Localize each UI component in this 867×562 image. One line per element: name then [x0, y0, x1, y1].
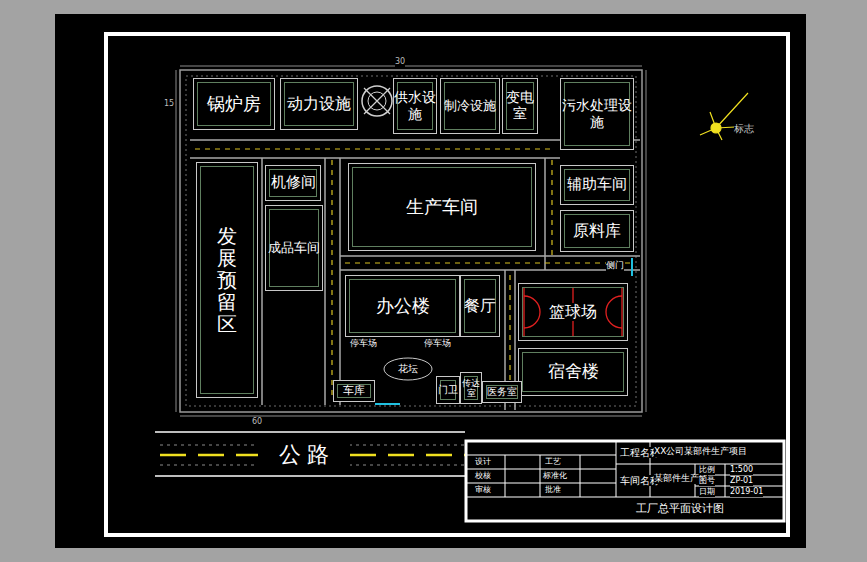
- building-name: 宿舍楼: [548, 362, 599, 382]
- title-cell: 批准: [545, 486, 561, 495]
- building-box: 车库: [333, 380, 375, 402]
- building-name: 原料库: [573, 222, 621, 240]
- building-name: 锅炉房: [207, 94, 261, 115]
- title-cell: 校核: [475, 472, 491, 481]
- building-name: 发展预留区: [217, 225, 237, 335]
- building-name: 车库: [343, 385, 365, 398]
- flower-bed: 花坛: [383, 357, 433, 381]
- dimension: 15: [164, 100, 174, 109]
- building-box: 传达室: [460, 372, 482, 404]
- title-cell: 工艺: [545, 458, 561, 467]
- drawing-title: 工厂总平面设计图: [636, 503, 724, 515]
- building-box: 原料库: [560, 210, 634, 252]
- title-cell: ZP-01: [730, 477, 753, 486]
- dimension: 30: [395, 58, 405, 67]
- building-name: 传达室: [461, 378, 481, 399]
- building-box: 发展预留区: [196, 162, 258, 398]
- building-name: 医务室: [487, 386, 517, 398]
- dimension: 60: [252, 418, 262, 427]
- title-cell: 日期: [699, 488, 715, 497]
- building-box: 篮球场: [518, 283, 628, 341]
- parking-label: 停车场: [424, 339, 451, 349]
- building-box: 污水处理设施: [560, 78, 634, 150]
- building-box: 成品车间: [265, 205, 323, 291]
- building-name: 成品车间: [268, 241, 320, 256]
- building-name: 辅助车间: [567, 176, 627, 193]
- road-label: 公 路: [258, 441, 350, 469]
- building-name: 供水设施: [394, 89, 436, 122]
- building-box: 变电室: [502, 78, 538, 134]
- building-box: 医务室: [482, 381, 522, 403]
- title-cell: 标准化: [543, 472, 567, 481]
- building-box: 餐厅: [460, 275, 500, 337]
- building-name: 污水处理设施: [561, 97, 633, 130]
- title-cell: 图号: [699, 477, 715, 486]
- gate-label: 侧门: [606, 261, 624, 271]
- building-name: 动力设施: [287, 95, 351, 113]
- building-name: 生产车间: [406, 197, 478, 218]
- building-name: 门卫: [438, 384, 458, 396]
- building-box: 办公楼: [345, 275, 460, 337]
- building-box: 机修间: [265, 165, 321, 201]
- title-cell: 设计: [475, 458, 491, 467]
- building-name: 办公楼: [376, 296, 430, 317]
- building-box: 辅助车间: [560, 165, 634, 205]
- building-name: 餐厅: [464, 297, 496, 315]
- title-cell: 1:500: [730, 466, 753, 475]
- parking-label: 停车场: [350, 339, 377, 349]
- building-name: 变电室: [503, 90, 537, 121]
- building-box: 门卫: [436, 376, 460, 404]
- building-name: 机修间: [271, 174, 316, 191]
- building-box: 制冷设施: [440, 78, 500, 134]
- building-box: 动力设施: [280, 78, 358, 130]
- building-box: 生产车间: [348, 163, 536, 251]
- north-label: 标志: [734, 123, 754, 134]
- title-cell: 比例: [699, 466, 715, 475]
- title-cell: XX公司某部件生产项目: [654, 447, 747, 457]
- building-name: 公 路: [279, 443, 330, 468]
- building-name: 花坛: [398, 363, 418, 375]
- title-cell: 2019-01: [730, 488, 763, 497]
- building-name: 篮球场: [547, 303, 599, 321]
- building-box: 宿舍楼: [518, 348, 628, 396]
- title-cell: 审核: [475, 486, 491, 495]
- building-name: 制冷设施: [444, 99, 496, 114]
- building-box: 锅炉房: [193, 78, 275, 130]
- building-box: 供水设施: [393, 78, 437, 134]
